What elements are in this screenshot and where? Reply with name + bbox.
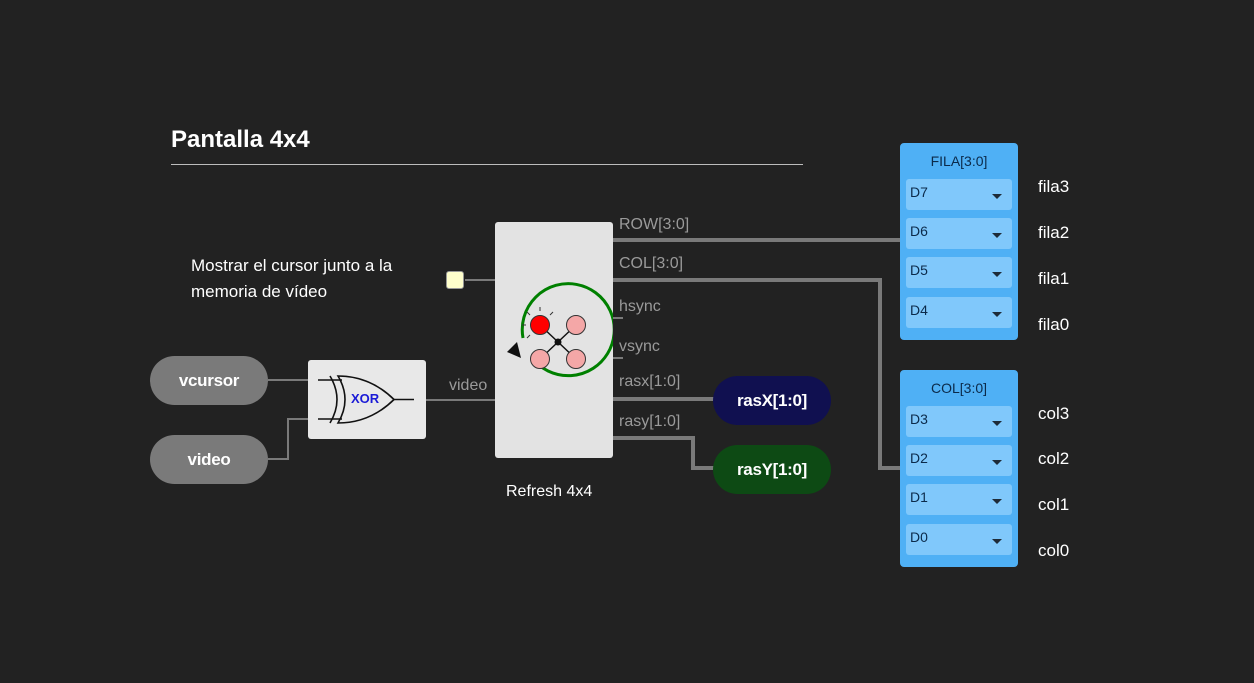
label-col0: col0 <box>1038 541 1070 560</box>
fila3-select[interactable]: D7 <box>906 179 1012 210</box>
chevron-down-icon <box>992 312 1002 317</box>
comment-text: Mostrar el cursor junto a la memoria de … <box>191 253 431 305</box>
fila-panel-title: FILA[3:0] <box>930 153 988 169</box>
port-hsync: hsync <box>619 298 661 315</box>
xor-gate-block[interactable]: XOR <box>308 360 426 439</box>
port-row: ROW[3:0] <box>619 216 690 233</box>
port-rasx: rasx[1:0] <box>619 373 681 390</box>
comment-line-2: memoria de vídeo <box>191 282 328 301</box>
chevron-down-icon <box>992 272 1002 277</box>
refresh-block[interactable] <box>495 222 613 458</box>
col-panel: COL[3:0] D3 D2 D1 D0 <box>900 370 1018 567</box>
chevron-down-icon <box>992 499 1002 504</box>
chevron-down-icon <box>992 233 1002 238</box>
refresh-block-caption: Refresh 4x4 <box>506 483 593 500</box>
wire-col-bus <box>613 278 902 470</box>
port-rasy: rasy[1:0] <box>619 413 681 430</box>
wire-video-in <box>268 418 318 460</box>
chevron-down-icon <box>992 460 1002 465</box>
label-fila2: fila2 <box>1038 223 1070 242</box>
col0-select[interactable]: D0 <box>906 524 1012 555</box>
chevron-down-icon <box>992 194 1002 199</box>
label-fila0: fila0 <box>1038 315 1070 334</box>
col3-select-value: D3 <box>910 411 928 427</box>
col2-select-value: D2 <box>910 450 928 466</box>
fila-panel: FILA[3:0] D7 D6 D5 D4 <box>900 143 1018 340</box>
input-vcursor[interactable]: vcursor <box>150 356 268 405</box>
col0-select-value: D0 <box>910 529 928 545</box>
col-panel-title: COL[3:0] <box>930 380 988 396</box>
wire-rasy-bus <box>613 436 714 470</box>
fila1-select-value: D5 <box>910 262 928 278</box>
label-fila3: fila3 <box>1038 177 1070 196</box>
fila0-select-value: D4 <box>910 302 928 318</box>
xor-label: XOR <box>351 391 380 406</box>
fila2-select-value: D6 <box>910 223 928 239</box>
chevron-down-icon <box>992 539 1002 544</box>
fila2-select[interactable]: D6 <box>906 218 1012 249</box>
col1-select[interactable]: D1 <box>906 484 1012 515</box>
port-col: COL[3:0] <box>619 255 684 272</box>
port-vsync: vsync <box>619 338 660 355</box>
input-video[interactable]: video <box>150 435 268 484</box>
output-rasy[interactable]: rasY[1:0] <box>713 445 831 494</box>
refresh-icon <box>507 282 613 378</box>
col2-select[interactable]: D2 <box>906 445 1012 476</box>
title-divider <box>171 164 803 165</box>
col3-select[interactable]: D3 <box>906 406 1012 437</box>
xor-gate-icon <box>318 375 414 424</box>
chevron-down-icon <box>992 421 1002 426</box>
col1-select-value: D1 <box>910 489 928 505</box>
fila0-select[interactable]: D4 <box>906 297 1012 328</box>
label-col1: col1 <box>1038 495 1070 514</box>
output-rasx[interactable]: rasX[1:0] <box>713 376 831 425</box>
wire-label-video: video <box>449 377 488 394</box>
fila3-select-value: D7 <box>910 184 928 200</box>
label-fila1: fila1 <box>1038 269 1070 288</box>
page-title: Pantalla 4x4 <box>171 126 310 153</box>
show-cursor-checkbox[interactable] <box>446 271 464 289</box>
label-col3: col3 <box>1038 404 1070 423</box>
label-col2: col2 <box>1038 449 1070 468</box>
fila1-select[interactable]: D5 <box>906 257 1012 288</box>
comment-line-1: Mostrar el cursor junto a la <box>191 256 393 275</box>
